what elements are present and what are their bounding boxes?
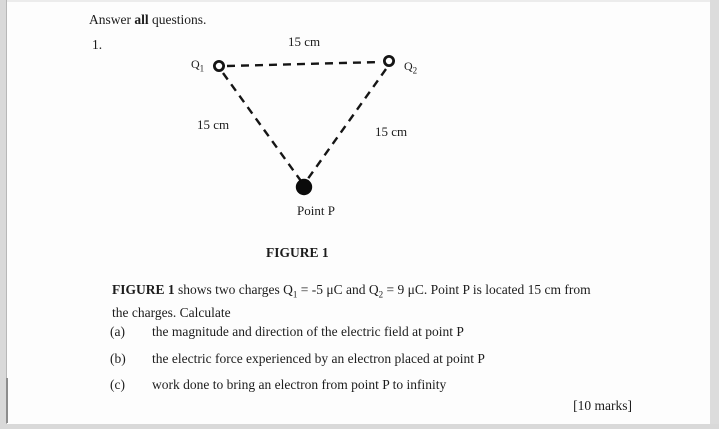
dashed-line-q1-p	[222, 72, 302, 182]
item-c-text: work done to bring an electron from poin…	[152, 377, 447, 392]
charge-q1-label: Q1	[191, 57, 205, 74]
item-a-text: the magnitude and direction of the elect…	[152, 324, 464, 339]
distance-label-right: 15 cm	[375, 124, 408, 139]
dashed-line-q1-q2	[226, 60, 382, 68]
item-b-label: (b)	[110, 351, 126, 366]
figure-diagram	[213, 54, 395, 196]
charge-q1-circle	[213, 59, 226, 72]
point-p-dot	[295, 178, 313, 196]
question-intro: FIGURE 1 shows two charges Q1 = -5 μC an…	[112, 281, 591, 321]
page-edge-bottom	[0, 424, 719, 429]
dashed-line-q2-p	[306, 68, 387, 181]
item-b-text: the electric force experienced by an ele…	[152, 351, 485, 366]
charge-q2-circle	[382, 54, 395, 67]
page-edge-top	[0, 0, 719, 2]
marks-label: [10 marks]	[573, 398, 632, 413]
distance-label-top: 15 cm	[288, 34, 321, 49]
page-edge-right	[710, 0, 719, 429]
item-a-label: (a)	[110, 324, 125, 339]
charge-q2-label: Q2	[404, 59, 418, 76]
page-edge-left-line	[6, 0, 7, 429]
question-number: 1.	[92, 37, 103, 52]
item-c-label: (c)	[110, 377, 125, 392]
figure-caption: FIGURE 1	[266, 245, 329, 260]
question-intro-line2: the charges. Calculate	[112, 304, 231, 320]
question-intro-line1: FIGURE 1 shows two charges Q1 = -5 μC an…	[112, 282, 591, 300]
distance-label-left: 15 cm	[197, 117, 230, 132]
page-edge-left	[0, 0, 6, 429]
page-edge-left-artifact	[6, 378, 8, 423]
instruction-text: Answer all questions.	[89, 12, 207, 27]
point-p-label: Point P	[297, 203, 335, 218]
